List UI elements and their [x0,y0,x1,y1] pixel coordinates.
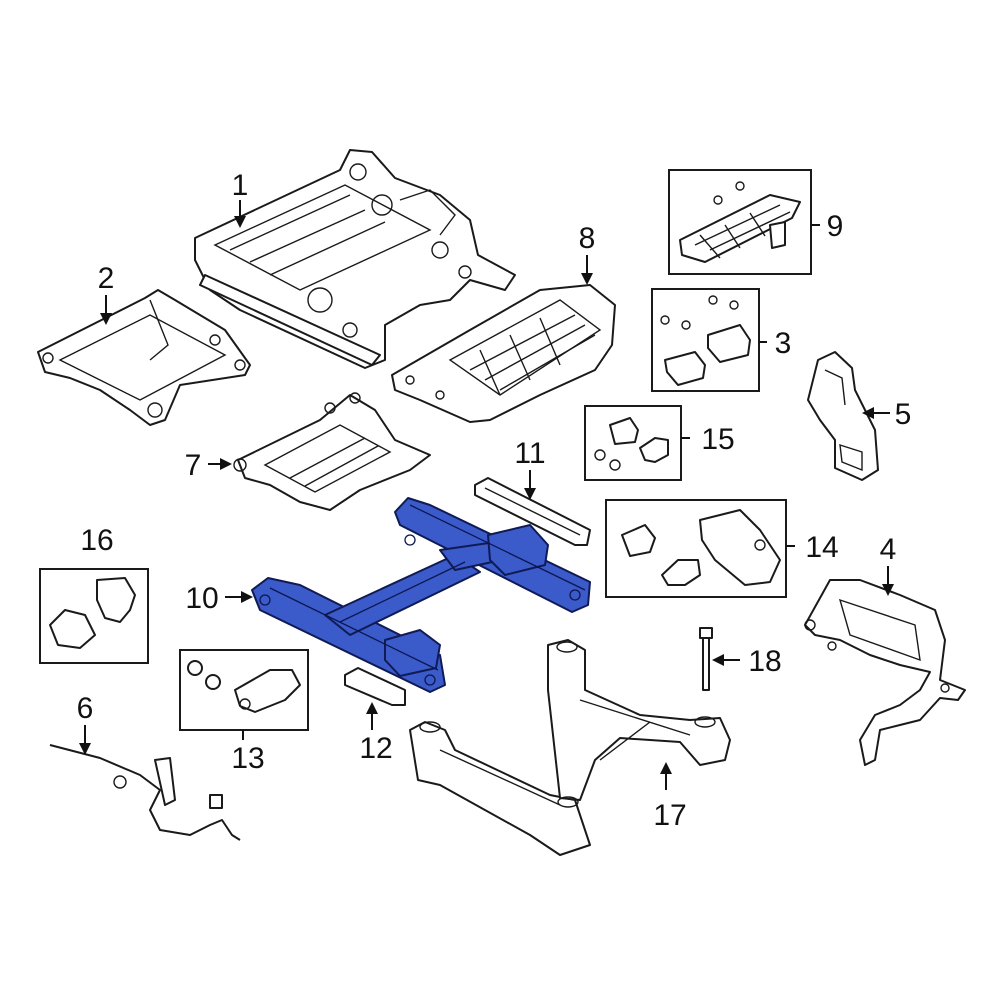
callout-5: 5 [895,398,912,431]
callout-18: 18 [748,645,781,678]
leader-17-arrowhead [660,762,672,774]
callout-7: 7 [185,449,202,482]
callout-15: 15 [701,423,734,456]
callout-9: 9 [827,210,844,243]
leader-10-arrowhead [241,591,253,603]
part-3-bracket-set[interactable] [660,295,751,386]
callout-14: 14 [805,531,838,564]
box-part-3 [651,288,760,392]
callout-8: 8 [579,222,596,255]
part-8-seat-pan[interactable] [391,284,616,423]
leader-12-arrowhead [366,702,378,714]
part-11-trim[interactable] [474,477,591,546]
part-5-bracket[interactable] [807,351,879,481]
callout-12: 12 [359,732,392,765]
part-16-covers[interactable] [49,577,136,649]
callout-17: 17 [653,799,686,832]
callout-4: 4 [880,533,897,566]
part-18-bolt[interactable] [699,627,713,691]
part-13-motor[interactable] [187,660,301,713]
part-7-plate[interactable] [233,392,431,511]
callout-13: 13 [231,742,264,775]
box-part-15 [584,405,682,481]
leader-18-arrowhead [712,654,724,666]
box-part-9 [668,169,812,275]
leader-4-arrowhead [882,584,894,596]
part-9-cover[interactable] [679,181,801,263]
leader-11-arrowhead [524,488,536,500]
callout-10: 10 [185,582,218,615]
callout-11: 11 [514,437,545,470]
callout-2: 2 [98,262,115,295]
callout-3: 3 [775,327,792,360]
part-4-bracket[interactable] [804,579,966,766]
part-10-seat-track-highlighted[interactable] [251,497,591,693]
leader-6-arrowhead [79,743,91,755]
leader-7-arrowhead [220,458,232,470]
part-12-cover[interactable] [344,667,406,706]
part-1-seat-frame[interactable] [194,149,516,369]
leader-8-arrowhead [581,273,593,285]
box-part-14 [605,499,787,598]
part-17-riser-frame[interactable] [409,639,731,856]
callout-1: 1 [232,169,249,202]
box-part-16 [39,568,149,664]
part-2-frame[interactable] [37,289,251,426]
callout-6: 6 [77,692,94,725]
part-15-hardware[interactable] [594,417,669,471]
leader-1-arrowhead [234,216,246,228]
leader-2-arrowhead [100,313,112,325]
leader-5-arrowhead [862,407,874,419]
callout-16: 16 [80,524,113,557]
part-6-wiring-harness[interactable] [49,744,241,841]
part-14-motor-assembly[interactable] [621,509,781,586]
